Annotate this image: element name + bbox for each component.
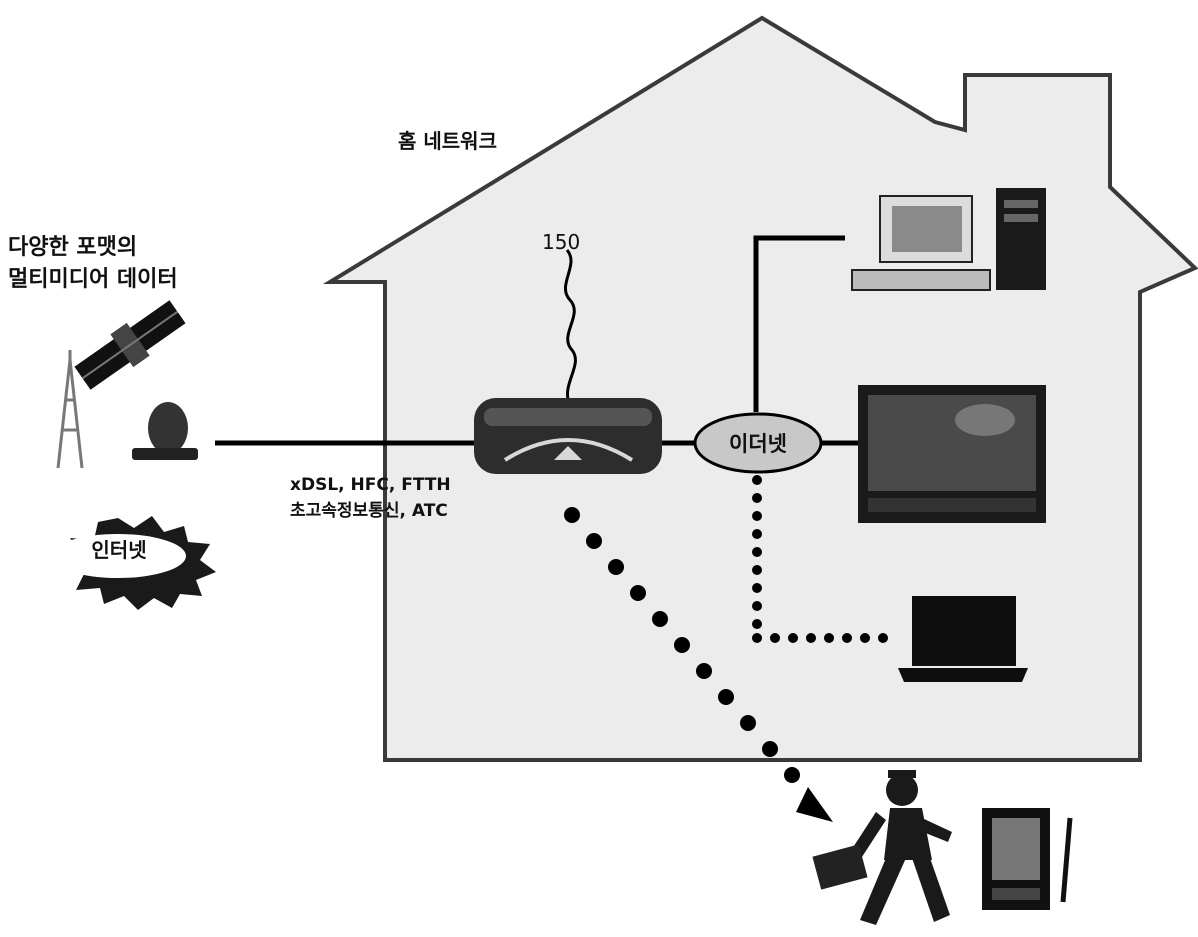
- services-line-1: 다양한 포맷의: [8, 232, 178, 264]
- pda-icon: [982, 808, 1070, 910]
- internet-cloud-icon: [50, 516, 216, 610]
- home-network-label: 홈 네트워크: [398, 125, 497, 154]
- services-line-2: 멀티미디어 데이터: [8, 264, 178, 296]
- services-label: 다양한 포맷의 멀티미디어 데이터: [8, 232, 178, 296]
- satellite-dish-icon: [132, 402, 198, 460]
- television-icon: [858, 385, 1046, 523]
- gateway-reference-number: 150: [542, 230, 580, 254]
- laptop-icon: [898, 596, 1028, 682]
- internet-label: 인터넷: [44, 534, 194, 563]
- walking-person-icon: [812, 770, 952, 925]
- access-line-1: xDSL, HFC, FTTH: [290, 472, 451, 498]
- ethernet-label: 이더넷: [697, 428, 819, 458]
- access-line-2: 초고속정보통신, ATC: [290, 498, 451, 524]
- desktop-computer-icon: [852, 188, 1046, 290]
- home-gateway-icon: [474, 398, 662, 474]
- wireless-arrowhead: [796, 787, 833, 822]
- access-network-label: xDSL, HFC, FTTH 초고속정보통신, ATC: [290, 472, 451, 524]
- satellite-icon: [71, 295, 189, 394]
